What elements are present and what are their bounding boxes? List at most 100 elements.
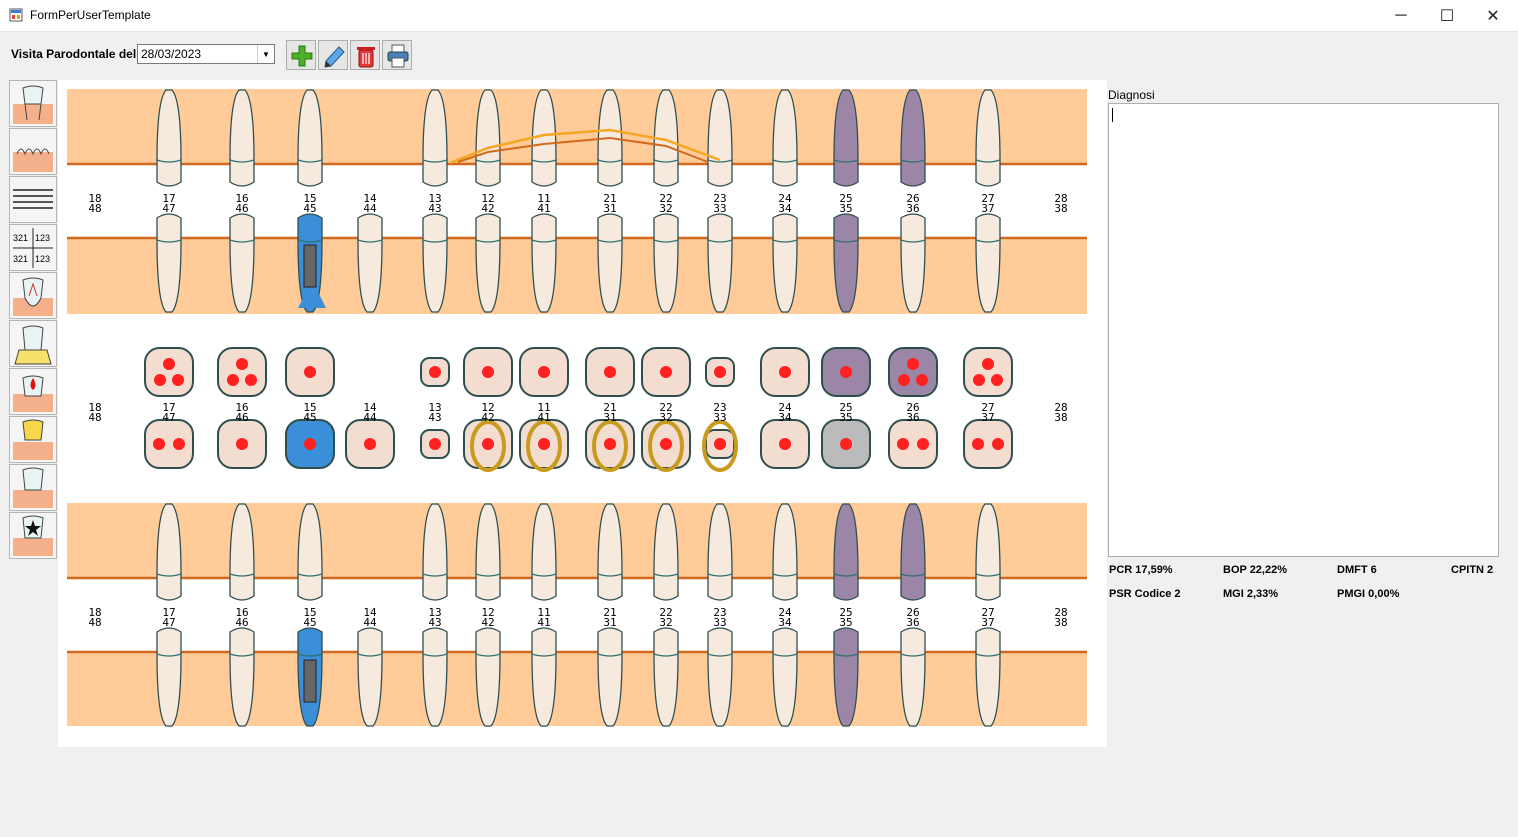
- tool-plain-tooth-button[interactable]: [9, 464, 57, 511]
- tool-quadrant-button[interactable]: 321 123 321 123: [9, 224, 57, 271]
- visit-date-combo[interactable]: 28/03/2023 ▼: [137, 44, 275, 64]
- b-number-lower-9: 32: [659, 616, 672, 629]
- tooth-l2-37: [975, 627, 1001, 727]
- tooth-u2-24: [772, 503, 798, 601]
- extrusion-arrow-icon: [298, 294, 326, 308]
- bleeding-dot-u-22-0: [660, 366, 672, 378]
- cej-line-u2-24: [772, 573, 798, 577]
- cej-line-l2-44: [357, 653, 383, 657]
- cej-line-l1-37: [975, 239, 1001, 243]
- cej-line-u2-15: [297, 573, 323, 577]
- tool-crown-button[interactable]: [9, 80, 57, 127]
- cej-line-l2-37: [975, 653, 1001, 657]
- tooth-l1-36: [900, 213, 926, 313]
- tool-root-canal-button[interactable]: [9, 272, 57, 319]
- tooth-yellow-crown-icon: [13, 419, 53, 460]
- bleeding-dot-u-16-2: [245, 374, 257, 386]
- gold-ring-33: [702, 420, 738, 472]
- b-number-upper-1: 17: [162, 606, 175, 619]
- tooth-l2-42: [475, 627, 501, 727]
- cej-line-u1-17: [156, 159, 182, 163]
- visit-date-value: 28/03/2023: [141, 47, 202, 61]
- tooth-u1-25: [833, 89, 859, 187]
- tool-star-button[interactable]: [9, 512, 57, 559]
- cej-line-l2-47: [156, 653, 182, 657]
- bleeding-dot-u-17-2: [172, 374, 184, 386]
- tooth-u1-16: [229, 89, 255, 187]
- b-number-upper-14: 27: [981, 606, 994, 619]
- lines-icon: [13, 189, 53, 209]
- bleeding-dot-l-35-0: [840, 438, 852, 450]
- cej-line-u2-27: [975, 573, 1001, 577]
- chevron-down-icon[interactable]: ▼: [257, 45, 274, 63]
- occ-number-upper-1: 17: [162, 401, 175, 414]
- bleeding-dot-l-36-0: [897, 438, 909, 450]
- tooth-number-upper-9: 22: [659, 192, 672, 205]
- bleeding-dot-u-24-0: [779, 366, 791, 378]
- minimize-button[interactable]: ─: [1395, 6, 1407, 24]
- tool-yellow-crown-button[interactable]: [9, 416, 57, 463]
- bleeding-dot-u-13-0: [429, 366, 441, 378]
- bleeding-dot-l-44-0: [364, 438, 376, 450]
- tooth-u1-12: [475, 89, 501, 187]
- add-visit-button[interactable]: [286, 40, 316, 70]
- close-button[interactable]: ✕: [1486, 7, 1500, 25]
- cej-line-l1-46: [229, 239, 255, 243]
- tooth-number-lower-0: 48: [88, 202, 101, 215]
- cej-line-l2-36: [900, 653, 926, 657]
- pcr-index: PCR 17,59%: [1109, 564, 1173, 576]
- gum-band-2: [67, 503, 1087, 578]
- b-number-upper-3: 15: [303, 606, 316, 619]
- bleeding-dot-u-26-2: [916, 374, 928, 386]
- b-number-upper-10: 23: [713, 606, 726, 619]
- bleeding-dot-l-46-0: [236, 438, 248, 450]
- cej-line-l2-33: [707, 653, 733, 657]
- tool-bleeding-button[interactable]: [9, 368, 57, 415]
- b-number-lower-5: 43: [428, 616, 441, 629]
- tooth-number-lower-13: 36: [906, 202, 919, 215]
- tooth-l2-43: [422, 627, 448, 727]
- cej-line-l1-31: [597, 239, 623, 243]
- tooth-u2-21: [597, 503, 623, 601]
- tool-roots-button[interactable]: [9, 128, 57, 175]
- tooth-l1-37: [975, 213, 1001, 313]
- b-number-lower-0: 48: [88, 616, 101, 629]
- tooth-u1-15: [297, 89, 323, 187]
- bleeding-dot-l-41-0: [538, 438, 550, 450]
- tooth-l1-31: [597, 213, 623, 313]
- cej-line-l2-43: [422, 653, 448, 657]
- bop-index: BOP 22,22%: [1223, 564, 1288, 576]
- tool-yellow-fill-button[interactable]: [9, 320, 57, 367]
- occ-number-lower-8: 31: [603, 411, 616, 424]
- tooth-yellow-fill-icon: [14, 325, 52, 365]
- occlusal-u-26: [888, 347, 938, 397]
- tooth-l1-42: [475, 213, 501, 313]
- bleeding-dot-l-33-0: [714, 438, 726, 450]
- cej-line-u2-11: [531, 573, 557, 577]
- tool-sidebar: 321 123 321 123: [9, 80, 57, 560]
- gold-ring-41: [526, 420, 562, 472]
- pmgi-index: PMGI 0,00%: [1337, 588, 1400, 600]
- cej-line-u2-13: [422, 573, 448, 577]
- occ-number-upper-15: 28: [1054, 401, 1067, 414]
- tool-lines-button[interactable]: [9, 176, 57, 223]
- tooth-u2-26: [900, 503, 926, 601]
- b-number-upper-15: 28: [1054, 606, 1067, 619]
- quadrant-label-ur: 123: [35, 233, 50, 243]
- cej-line-u2-26: [900, 573, 926, 577]
- diagnosis-textarea[interactable]: [1108, 103, 1499, 557]
- quadrant-label-ll: 321: [13, 254, 28, 264]
- edit-visit-button[interactable]: [318, 40, 348, 70]
- delete-visit-button[interactable]: [350, 40, 380, 70]
- tooth-number-lower-1: 47: [162, 202, 175, 215]
- tooth-u2-23: [707, 503, 733, 601]
- cej-line-u2-16: [229, 573, 255, 577]
- b-number-upper-6: 12: [481, 606, 494, 619]
- tooth-number-lower-9: 32: [659, 202, 672, 215]
- print-button[interactable]: [382, 40, 412, 70]
- tooth-number-upper-14: 27: [981, 192, 994, 205]
- cej-line-l2-45: [297, 653, 323, 657]
- cej-line-l2-32: [653, 653, 679, 657]
- maximize-button[interactable]: ☐: [1439, 7, 1455, 25]
- tooth-u2-12: [475, 503, 501, 601]
